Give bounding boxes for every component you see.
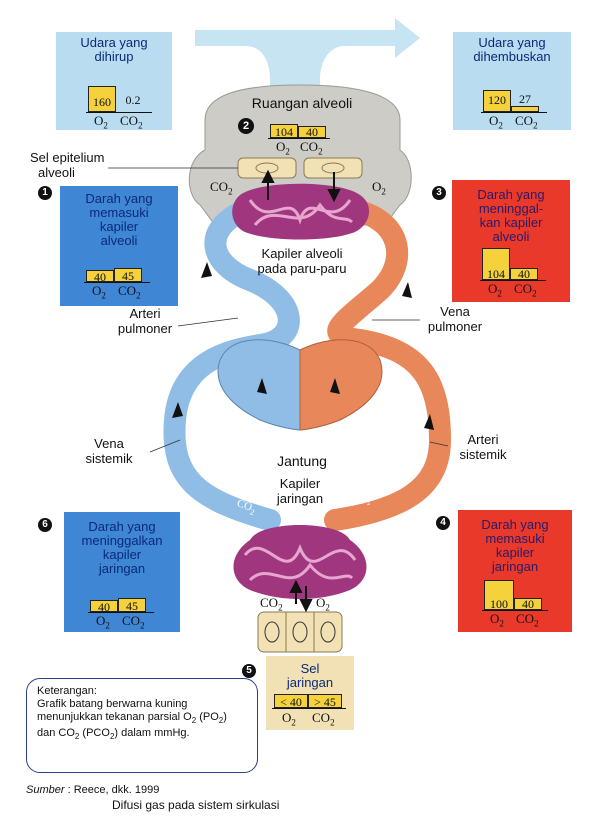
bar-co2 [308,694,342,708]
legend-line-3: dan CO2 (PCO2) dalam mmHg. [37,727,190,742]
step-number-5: 5 [242,664,256,678]
legend-line-2: menunjukkan tekanan parsial O2 (PO2) [37,711,227,726]
tissue-capillary-label-1: Kapiler [279,476,321,491]
co2-label: CO [120,113,139,128]
bar-co2-value: 40 [306,125,318,139]
alveolar-space-label: Ruangan alveoli [251,95,353,111]
bar-co2 [511,106,539,112]
step-number-6: 6 [38,518,52,532]
alveolar-capillary-network [232,183,370,240]
source-citation: Sumber : Reece, dkk. 1999 [26,784,160,796]
bar-o2-value: 104 [275,125,293,139]
exhaled-title-2: dihembuskan [473,49,551,64]
bar-o2 [270,124,298,138]
bar-co2-value: 0.2 [125,93,141,107]
bar-co2 [118,598,146,612]
systemic-artery-label-2: sistemik [459,447,507,462]
exhaled-title-1: Udara yang [478,35,546,50]
diffusion-arrows [261,169,341,613]
tissue-capillary-network [233,525,367,599]
legend-box: Keterangan: Grafik batang berwarna kunin… [26,678,258,773]
bar-o2 [484,580,514,610]
figure-caption: Difusi gas pada sistem sirkulasi [112,798,280,812]
bar-o2-value: 120 [488,93,506,107]
epithelium-label-1: Sel epitelium [30,150,105,165]
legend-title: Keterangan: [37,685,97,697]
capillary-mesh [248,199,354,227]
blood-leaving-alveolar-capillary-panel: Darah yang meninggal- kan kapiler alveol… [452,180,570,302]
systemic-vein-label-1: Vena [94,436,124,451]
bar-o2 [274,694,308,708]
o2-label: O [94,113,104,128]
step-number-1: 1 [38,186,52,200]
alveolar-capillary-label-1: Kapiler alveoli [261,246,343,261]
bar-co2 [514,598,542,610]
inhaled-title-1: Udara yang [80,35,148,50]
systemic-artery-label-1: Arteri [467,432,499,447]
bar-o2-value: 160 [93,95,111,109]
orange-vessel [324,199,452,531]
tissue-cells-panel: Sel jaringan < 40 > 45 O2 CO2 [266,656,354,730]
systemic-vein-label-2: sistemik [85,451,133,466]
step-number-4: 4 [436,516,450,530]
step-number-3: 3 [432,186,446,200]
inhaled-air-panel: Udara yang dihirup 160 0.2 O2 CO2 [56,32,172,131]
bar-o2 [482,248,510,280]
bar-o2 [88,86,116,112]
alveolar-capillary-label-2: pada paru-paru [257,261,347,276]
bar-co2 [114,268,142,282]
pulmonary-artery-label-2: pulmoner [117,321,173,336]
blood-entering-alveolar-capillary-panel: Darah yang memasuki kapiler alveoli 40 4… [60,186,178,306]
pulmonary-vein-label-1: Vena [440,304,470,319]
bar-o2 [483,90,511,112]
bar-co2 [510,268,538,280]
pulmonary-artery-label-1: Arteri [129,306,161,321]
exhaled-air-panel: Udara yang dihembuskan 120 27 O2 CO2 [453,32,571,131]
capillary-mesh [243,544,357,582]
bar-o2 [86,270,114,282]
heart-left-side [299,339,383,431]
legend-line-1: Grafik batang berwarna kuning [37,698,188,710]
tissue-capillary-label-2: jaringan [276,491,324,506]
airflow-arrow [195,18,420,100]
bar-o2 [90,600,118,612]
inhaled-title-2: dihirup [94,49,134,64]
bar-co2-value: 27 [519,92,531,106]
epithelium-label-2: alveoli [38,165,75,180]
pulmonary-vein-label-2: pulmoner [427,319,483,334]
bar-co2 [298,126,326,138]
heart-label: Jantung [277,453,327,469]
step-number-2: 2 [238,118,254,134]
tissue-cells [257,611,343,653]
flow-arrows [172,262,434,430]
blood-leaving-tissue-capillary-panel: Darah yang meninggalkan kapiler jaringan… [64,512,180,632]
blood-entering-tissue-capillary-panel: Darah yang memasuki kapiler jaringan 100… [458,510,572,632]
heart-right-side [217,339,301,431]
